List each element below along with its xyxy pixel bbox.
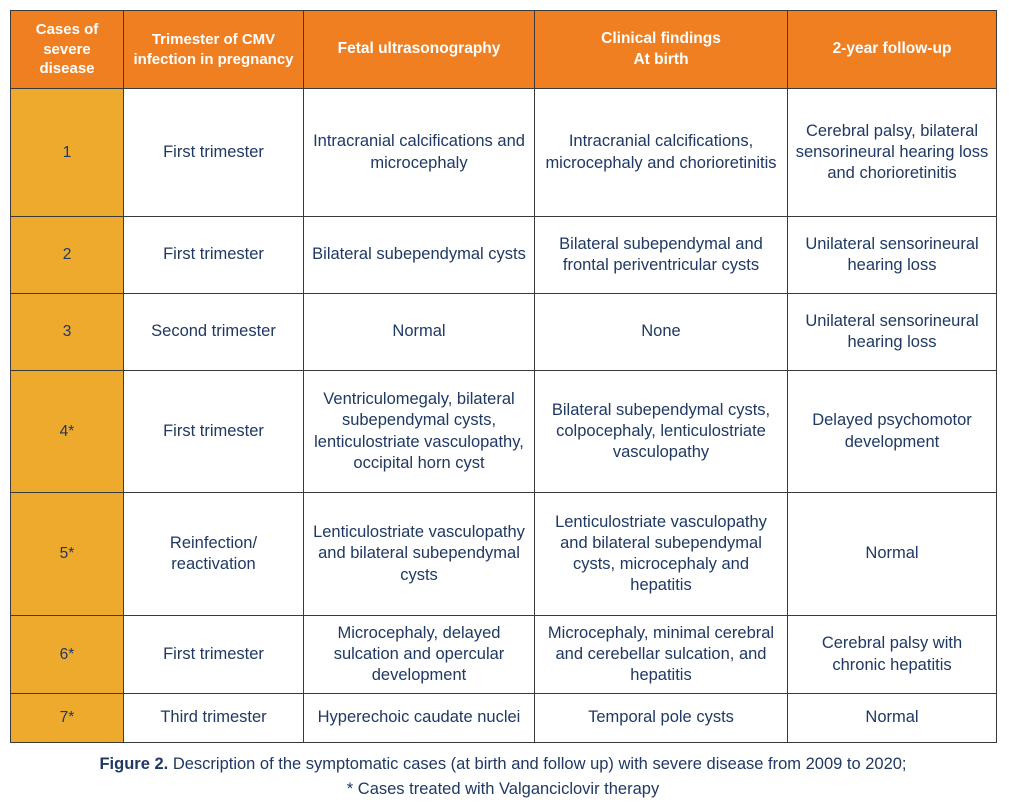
cell-ultrasonography: Ventriculomegaly, bilateral subependymal… [303,370,535,493]
header-row: Cases of severe disease Trimester of CMV… [10,10,997,89]
clinical-findings-line1: Clinical findings [601,30,721,48]
cell-case-number: 6* [10,615,124,694]
cell-clinical-findings: None [534,293,788,371]
figure-caption-footnote: * Cases treated with Valganciclovir ther… [346,779,660,798]
cell-case-number: 3 [10,293,124,371]
column-header-cases: Cases of severe disease [10,10,124,89]
clinical-findings-line2: At birth [633,50,689,68]
cell-clinical-findings: Microcephaly, minimal cerebral and cereb… [534,615,788,694]
cell-trimester: First trimester [123,216,304,294]
table-row: 5* Reinfection/ reactivation Lenticulost… [10,492,997,616]
table-body: 1 First trimester Intracranial calcifica… [10,88,997,743]
cell-ultrasonography: Lenticulostriate vasculopathy and bilate… [303,492,535,616]
figure-caption: Figure 2. Description of the symptomatic… [10,752,996,802]
cell-case-number: 1 [10,88,124,217]
severe-disease-cases-table: Cases of severe disease Trimester of CMV… [10,10,997,743]
cell-followup: Unilateral sensorineural hearing loss [787,216,997,294]
cell-clinical-findings: Intracranial calcifications, microcephal… [534,88,788,217]
cell-ultrasonography: Intracranial calcifications and microcep… [303,88,535,217]
cell-followup: Unilateral sensorineural hearing loss [787,293,997,371]
cell-case-number: 2 [10,216,124,294]
table-row: 4* First trimester Ventriculomegaly, bil… [10,370,997,493]
cell-trimester: First trimester [123,88,304,217]
cell-followup: Normal [787,492,997,616]
cell-clinical-findings: Bilateral subependymal cysts, colpocepha… [534,370,788,493]
table-row: 7* Third trimester Hyperechoic caudate n… [10,693,997,743]
cell-clinical-findings: Temporal pole cysts [534,693,788,743]
cell-case-number: 4* [10,370,124,493]
figure-caption-text: Description of the symptomatic cases (at… [168,755,907,773]
cell-trimester: First trimester [123,370,304,493]
cell-ultrasonography: Hyperechoic caudate nuclei [303,693,535,743]
column-header-trimester: Trimester of CMV infection in pregnancy [123,10,304,89]
cell-trimester: First trimester [123,615,304,694]
column-header-followup: 2-year follow-up [787,10,997,89]
cell-ultrasonography: Microcephaly, delayed sulcation and oper… [303,615,535,694]
cell-clinical-findings: Lenticulostriate vasculopathy and bilate… [534,492,788,616]
table-row: 6* First trimester Microcephaly, delayed… [10,615,997,694]
cell-trimester: Second trimester [123,293,304,371]
column-header-clinical-findings: Clinical findings At birth [534,10,788,89]
cell-followup: Cerebral palsy with chronic hepatitis [787,615,997,694]
cell-ultrasonography: Bilateral subependymal cysts [303,216,535,294]
cell-case-number: 5* [10,492,124,616]
cell-trimester: Reinfection/ reactivation [123,492,304,616]
cell-followup: Cerebral palsy, bilateral sensorineural … [787,88,997,217]
cell-ultrasonography: Normal [303,293,535,371]
cell-followup: Delayed psychomotor development [787,370,997,493]
cell-clinical-findings: Bilateral subependymal and frontal periv… [534,216,788,294]
table-row: 3 Second trimester Normal None Unilatera… [10,293,997,371]
table-row: 2 First trimester Bilateral subependymal… [10,216,997,294]
cell-case-number: 7* [10,693,124,743]
table-header: Cases of severe disease Trimester of CMV… [10,10,997,89]
column-header-fetal-ultrasonography: Fetal ultrasonography [303,10,535,89]
cell-trimester: Third trimester [123,693,304,743]
table-row: 1 First trimester Intracranial calcifica… [10,88,997,217]
figure-label: Figure 2. [99,755,169,773]
cell-followup: Normal [787,693,997,743]
